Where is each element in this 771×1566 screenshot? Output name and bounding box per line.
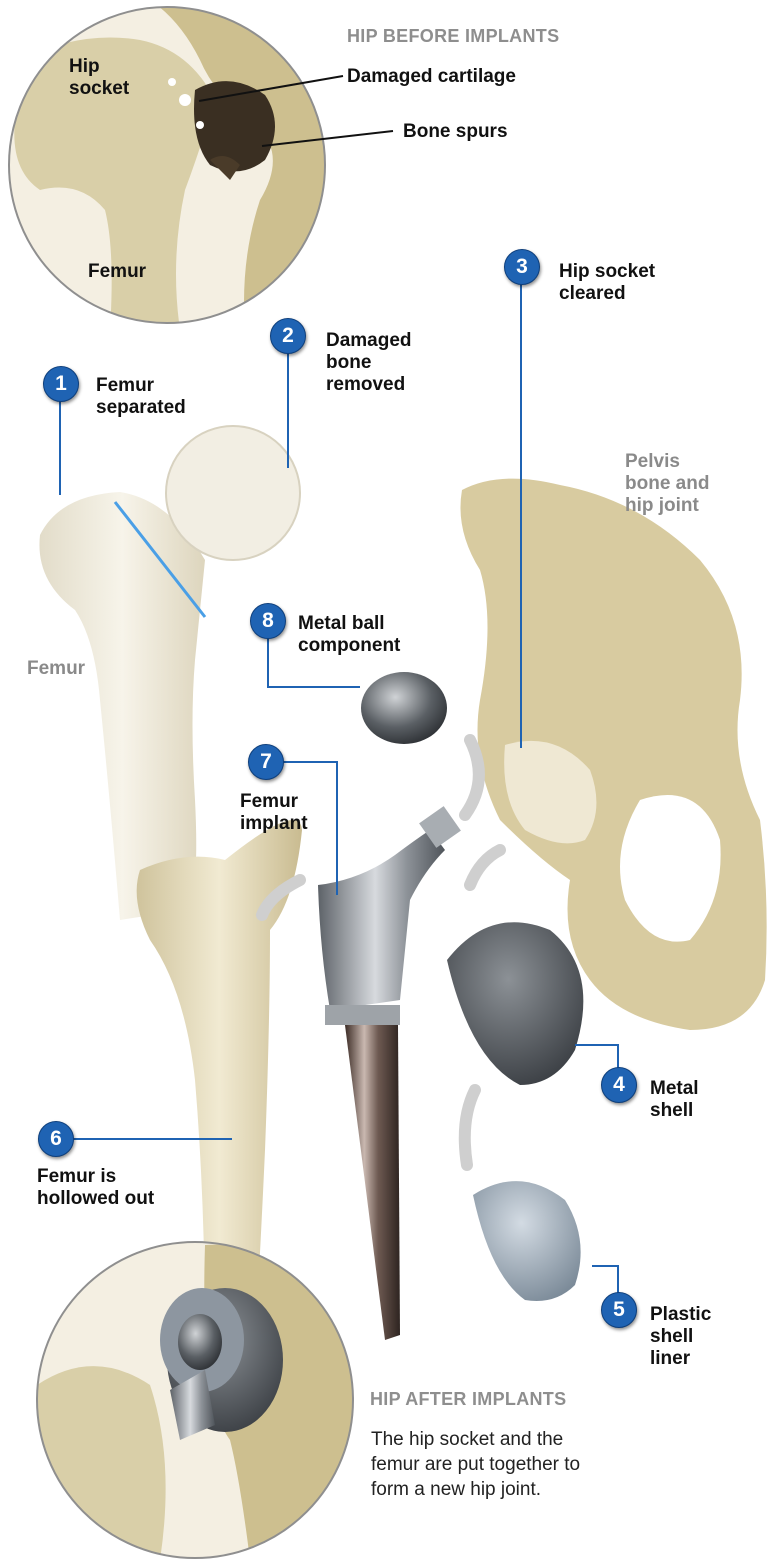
step-badge-8: 8 bbox=[250, 603, 286, 639]
femur-implant bbox=[318, 806, 461, 1340]
plastic-shell-liner bbox=[473, 1181, 581, 1301]
before-title: HIP BEFORE IMPLANTS bbox=[347, 26, 559, 47]
step-label-8: Metal ball component bbox=[298, 613, 400, 657]
after-inset bbox=[30, 1242, 360, 1560]
step-label-7: Femur implant bbox=[240, 791, 308, 835]
step-badge-4: 4 bbox=[601, 1067, 637, 1103]
damaged-cartilage-label: Damaged cartilage bbox=[347, 66, 516, 88]
step-label-3: Hip socket cleared bbox=[559, 261, 655, 305]
step-badge-3: 3 bbox=[504, 249, 540, 285]
after-description: The hip socket and the femur are put tog… bbox=[371, 1427, 580, 1502]
step-badge-7: 7 bbox=[248, 744, 284, 780]
bone-spurs-label: Bone spurs bbox=[403, 121, 508, 143]
after-title: HIP AFTER IMPLANTS bbox=[370, 1389, 566, 1410]
metal-shell bbox=[447, 922, 583, 1085]
step-badge-1: 1 bbox=[43, 366, 79, 402]
before-inset bbox=[9, 0, 393, 330]
pelvis-label: Pelvis bone and hip joint bbox=[625, 451, 709, 517]
hip-socket-label: Hip socket bbox=[69, 56, 129, 100]
step-label-6: Femur is hollowed out bbox=[37, 1166, 154, 1210]
step-badge-6: 6 bbox=[38, 1121, 74, 1157]
step-badge-2: 2 bbox=[270, 318, 306, 354]
femur-inset-label: Femur bbox=[88, 261, 146, 283]
metal-ball-component bbox=[361, 672, 447, 744]
step-label-2: Damaged bone removed bbox=[326, 330, 412, 396]
step-label-4: Metal shell bbox=[650, 1078, 699, 1122]
step-label-1: Femur separated bbox=[96, 375, 186, 419]
femur-label: Femur bbox=[27, 658, 85, 680]
step-badge-5: 5 bbox=[601, 1292, 637, 1328]
step-label-5: Plastic shell liner bbox=[650, 1304, 711, 1370]
